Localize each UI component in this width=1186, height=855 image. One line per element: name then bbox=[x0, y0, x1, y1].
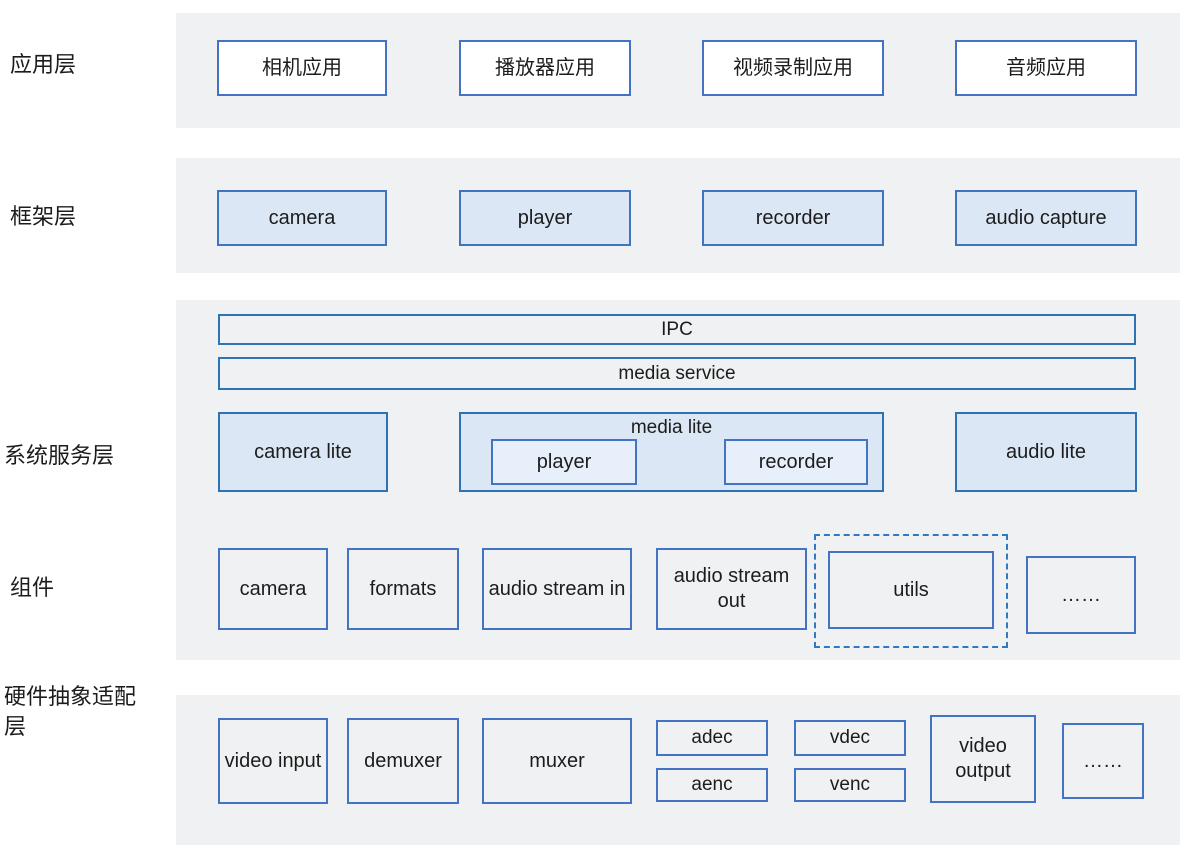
hal-box-venc: venc bbox=[794, 768, 906, 802]
band-application-layer: 相机应用 播放器应用 视频录制应用 音频应用 bbox=[176, 13, 1180, 128]
component-box-utils: utils bbox=[828, 551, 994, 629]
hal-box-vdec: vdec bbox=[794, 720, 906, 756]
hal-box-adec: adec bbox=[656, 720, 768, 756]
hal-box-muxer: muxer bbox=[482, 718, 632, 804]
media-lite-box-recorder: recorder bbox=[724, 439, 868, 485]
bar-ipc: IPC bbox=[218, 314, 1136, 345]
framework-box-recorder: recorder bbox=[702, 190, 884, 246]
hal-box-ellipsis: …… bbox=[1062, 723, 1144, 799]
hal-box-aenc: aenc bbox=[656, 768, 768, 802]
band-system-service-and-components: IPC media service camera lite media lite… bbox=[176, 300, 1180, 660]
component-box-ellipsis: …… bbox=[1026, 556, 1136, 634]
media-lite-title: media lite bbox=[630, 417, 713, 438]
component-box-camera: camera bbox=[218, 548, 328, 630]
app-box-player-app: 播放器应用 bbox=[459, 40, 631, 96]
layer-label-hal: 硬件抽象适配层 bbox=[4, 684, 137, 739]
app-box-video-record-app: 视频录制应用 bbox=[702, 40, 884, 96]
system-box-camera-lite: camera lite bbox=[218, 412, 388, 492]
band-hal-layer: video input demuxer muxer adec aenc vdec… bbox=[176, 695, 1180, 845]
hal-box-video-output: video output bbox=[930, 715, 1036, 803]
app-box-camera-app: 相机应用 bbox=[217, 40, 387, 96]
framework-box-audio-capture: audio capture bbox=[955, 190, 1137, 246]
layer-label-application: 应用层 bbox=[10, 52, 77, 77]
bar-media-service: media service bbox=[218, 357, 1136, 390]
band-framework-layer: camera player recorder audio capture bbox=[176, 158, 1180, 273]
framework-box-player: player bbox=[459, 190, 631, 246]
component-dashed-container: utils bbox=[814, 534, 1008, 648]
framework-box-camera: camera bbox=[217, 190, 387, 246]
component-box-audio-stream-in: audio stream in bbox=[482, 548, 632, 630]
layer-label-system-service: 系统服务层 bbox=[4, 443, 115, 468]
app-box-audio-app: 音频应用 bbox=[955, 40, 1137, 96]
system-box-media-lite: media lite player recorder bbox=[459, 412, 884, 492]
layer-label-components: 组件 bbox=[10, 575, 55, 600]
component-box-formats: formats bbox=[347, 548, 459, 630]
component-box-audio-stream-out: audio stream out bbox=[656, 548, 807, 630]
hal-box-video-input: video input bbox=[218, 718, 328, 804]
media-lite-box-player: player bbox=[491, 439, 637, 485]
layer-label-framework: 框架层 bbox=[10, 204, 77, 229]
hal-box-demuxer: demuxer bbox=[347, 718, 459, 804]
system-box-audio-lite: audio lite bbox=[955, 412, 1137, 492]
